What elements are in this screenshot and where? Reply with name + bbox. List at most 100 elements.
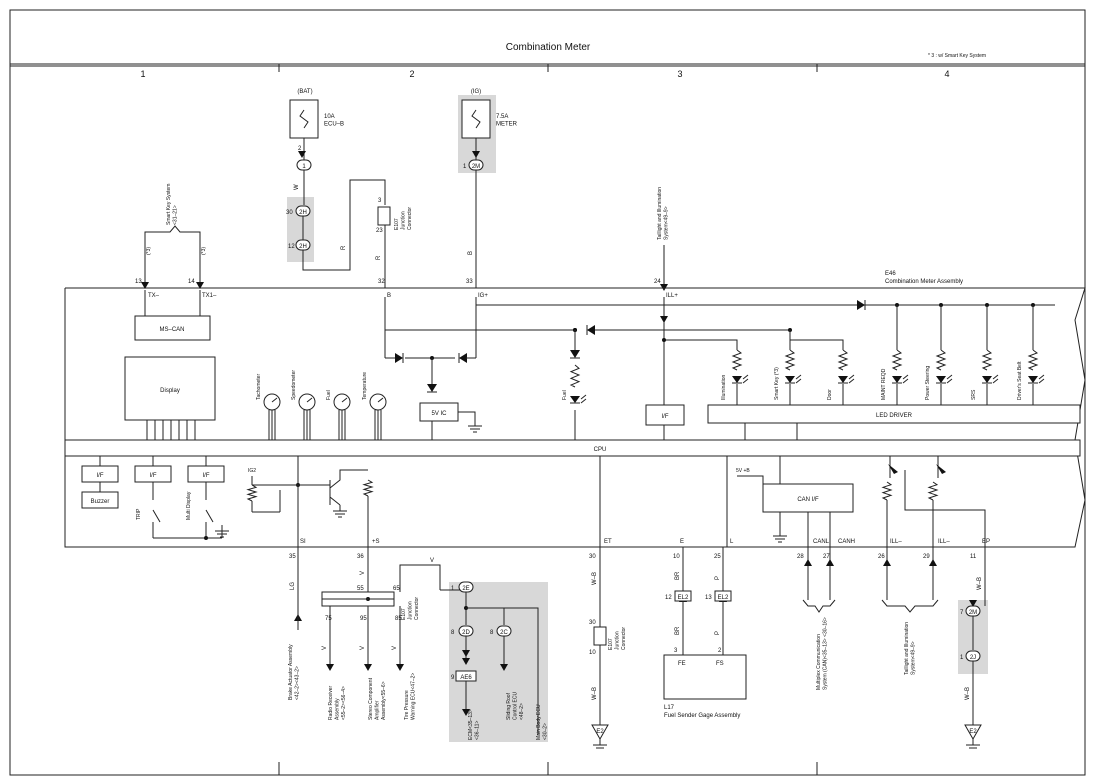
pin-number: 7 (960, 610, 964, 616)
led-driver-block (707, 404, 1081, 424)
wire-color: BR (675, 626, 681, 635)
bracket (144, 225, 201, 240)
resistor-icon (981, 349, 993, 371)
fe-label: FE (678, 661, 686, 667)
resistor-icon (246, 484, 258, 502)
led-ray (848, 374, 855, 380)
power-source-bat: (BAT) (297, 89, 312, 95)
led-ray (946, 374, 953, 380)
led-ray (946, 378, 953, 384)
wire-color: R (341, 245, 347, 250)
terminal-label: L (730, 539, 734, 545)
terminal-label: ILL+ (666, 293, 678, 299)
pin-number: 36 (357, 554, 364, 560)
indicator-label: SRS (971, 389, 977, 400)
diode-icon (857, 300, 865, 310)
pin-number: 30 (589, 554, 596, 560)
wire-door (790, 339, 844, 350)
transistor-icon (936, 464, 946, 474)
wire-v (399, 564, 441, 592)
led-icon (1028, 376, 1038, 383)
pin-number: 14 (188, 279, 195, 285)
trip-switch-icon (152, 509, 161, 523)
wire-note: (*3) (201, 247, 207, 255)
pin-number: 28 (797, 554, 804, 560)
if-label: I/F (97, 473, 104, 479)
fuse-label: 7.5A (496, 114, 508, 120)
ig2-label: IG2 (248, 468, 256, 474)
meter-name: Combination Meter Assembly (885, 279, 963, 285)
sliding-roof-label: <48–2> (519, 703, 525, 720)
display-block (124, 356, 216, 421)
wire-color: B (468, 251, 474, 255)
iff-label: I/F (662, 414, 669, 420)
transistor-icon (888, 464, 898, 474)
pin-number: 1 (451, 586, 455, 592)
terminal-label: +S (372, 539, 380, 545)
taillight-system-label: Taillight and Illumination (904, 622, 910, 675)
pin-number: 8 (451, 630, 455, 636)
arrow-icon (500, 664, 508, 671)
pin-number: 2 (718, 648, 722, 654)
power-source-ig: (IG) (471, 89, 481, 95)
led-ray (742, 378, 749, 384)
led-icon (732, 376, 742, 383)
pin-number: 8 (490, 630, 494, 636)
multiplex-label: Multiplex Communication (816, 634, 822, 690)
connector-label: 2D (462, 630, 470, 636)
fuse-element-icon (299, 109, 309, 129)
junction-label: Connector (621, 627, 627, 650)
terminal-label: ET (604, 539, 612, 545)
pin-number: 3 (674, 648, 678, 654)
led-ray (1038, 374, 1045, 380)
arrow-icon (969, 600, 977, 607)
pin-number: 29 (923, 554, 930, 560)
terminal-label: TX– (148, 293, 160, 299)
pin-number: 1 (463, 164, 467, 170)
led-ray (580, 394, 587, 400)
column-number: 4 (944, 69, 949, 79)
junction-connector-e107 (593, 626, 607, 646)
connector-label: 2H (299, 244, 307, 250)
pin-number: 30 (286, 210, 293, 216)
terminal-label: CANL (813, 539, 830, 545)
resistor-icon (881, 481, 893, 501)
fuel-sender-label: Fuel Sender Gage Assembly (664, 713, 740, 719)
terminal-label: E (680, 539, 684, 545)
resistor-icon (362, 479, 374, 497)
junction-label: E107 (394, 218, 400, 230)
diode-icon (570, 350, 580, 358)
gauge-label: Tachometer (256, 374, 262, 400)
resistor-icon (1027, 349, 1039, 371)
diode-icon (459, 353, 467, 363)
resistor-icon (935, 349, 947, 371)
smart-key-system-label-group: Smart Key System<31–21> (166, 184, 179, 225)
junction-label: Junction (615, 631, 621, 650)
ms-can-label: MS–CAN (159, 327, 184, 333)
led-icon (892, 376, 902, 383)
terminal-label: ILL– (938, 539, 950, 545)
buzzer-label: Buzzer (91, 499, 110, 505)
indicator-label: Illumination (721, 374, 727, 400)
pin-number: 11 (970, 554, 977, 560)
ecm-label: ECM<35–13> (468, 709, 474, 740)
junction-connector-e107 (377, 206, 391, 226)
transistor-emitter (329, 496, 341, 506)
column-number: 2 (409, 69, 414, 79)
terminal-label: EP (982, 539, 990, 545)
radio-receiver-label: <55–2><56–4> (341, 686, 347, 720)
pin-number: 75 (325, 616, 332, 622)
smart-key-system-label: <31–21> (173, 205, 179, 225)
iff-block (645, 404, 685, 426)
arrow-icon (298, 151, 306, 158)
connector-label: EL2 (718, 595, 729, 601)
stereo-amplifier-label: Assembly<55–6> (381, 681, 387, 720)
column-number: 3 (677, 69, 682, 79)
